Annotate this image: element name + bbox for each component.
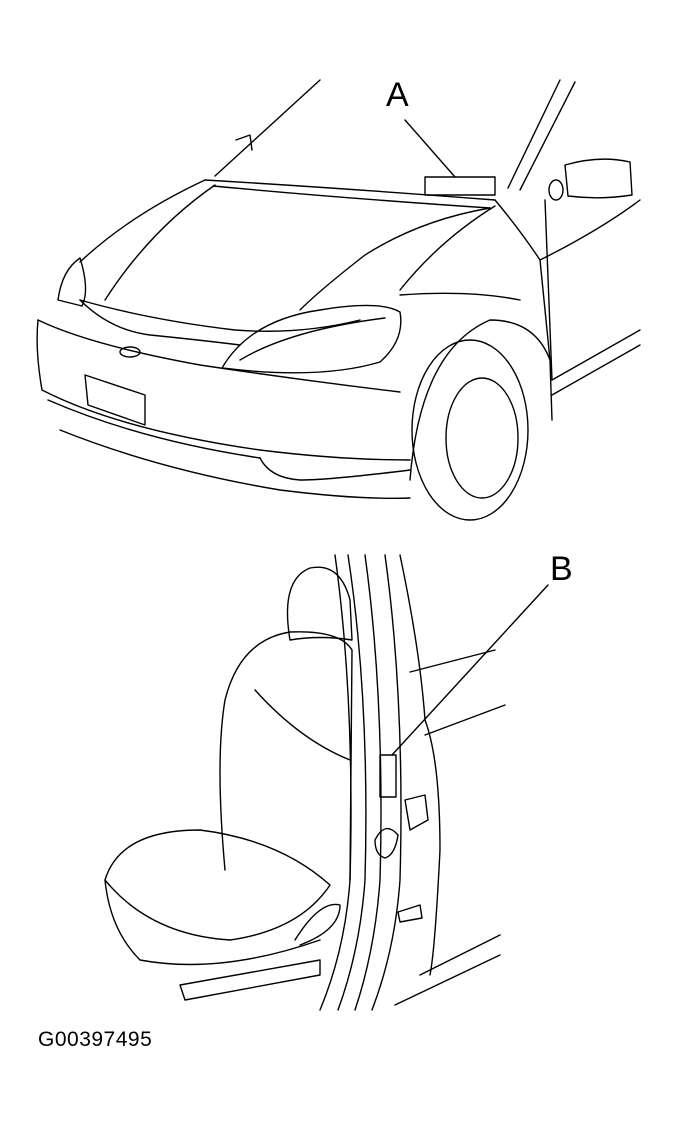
car-front-illustration: A — [36, 76, 641, 521]
fog-recess — [259, 457, 411, 481]
hood-front-edge — [79, 299, 361, 332]
hood-right-crease — [399, 205, 496, 291]
cowl-line-lower — [212, 185, 491, 209]
callout-b-letter: B — [550, 550, 573, 588]
seatback — [219, 631, 353, 881]
door-edge — [544, 199, 553, 381]
label-b-plate — [379, 754, 397, 798]
hood-left-edge — [79, 179, 206, 263]
headlight-right-inner — [239, 317, 386, 361]
seat-cushion-front — [104, 879, 321, 966]
windshield-right-pillar — [507, 79, 561, 189]
seat-lever — [294, 903, 341, 946]
callout-a-letter: A — [386, 76, 409, 114]
cowl-line — [204, 179, 496, 201]
pillar-right-1 — [371, 554, 402, 1011]
door-line-top — [539, 199, 641, 261]
pillar-left-3 — [354, 554, 382, 1011]
sill-line — [394, 954, 501, 1006]
headrest — [286, 566, 353, 641]
seat-pillar-illustration: B — [104, 550, 573, 1011]
seatback-seam — [254, 689, 351, 761]
hood-right-edge — [299, 207, 491, 311]
figure-id: G00397495 — [38, 1028, 153, 1051]
pillar-left-2 — [337, 554, 367, 1011]
windshield-right-pillar-inner — [519, 81, 576, 191]
door-latch — [404, 794, 429, 831]
door-opening-line — [424, 704, 506, 736]
headlight-left — [57, 257, 87, 307]
wheel-arch — [409, 319, 553, 481]
emblem-icon — [119, 346, 141, 358]
side-mirror — [564, 158, 633, 199]
license-plate — [84, 374, 146, 426]
callout-a-leader — [404, 119, 456, 178]
rocker-line-lower — [551, 344, 641, 396]
windshield-left-edge — [214, 79, 321, 177]
hood-crease — [104, 184, 216, 301]
bumper-bottom — [59, 429, 411, 500]
wiper-left — [235, 134, 253, 151]
bumper-front — [36, 319, 411, 461]
headlight-right — [221, 304, 402, 374]
sill-line-2 — [419, 934, 501, 976]
front-tire — [411, 339, 529, 521]
label-a-plate — [424, 176, 496, 196]
fender-top — [494, 199, 551, 361]
seat-cushion — [104, 829, 331, 941]
door-check — [397, 904, 423, 923]
mirror-mount — [548, 179, 564, 201]
bumper-top — [37, 319, 401, 393]
door-striker — [374, 827, 399, 859]
door-opening-top — [409, 649, 496, 673]
grille-line — [79, 299, 241, 346]
bumper-lower — [47, 399, 261, 459]
seat-rail — [179, 959, 321, 1001]
rocker-line — [551, 329, 641, 381]
front-wheel-rim — [445, 377, 519, 499]
fender-line — [399, 292, 521, 301]
callout-b-leader — [391, 584, 549, 756]
pillar-outer-left — [319, 554, 352, 1011]
pillar-right-2 — [399, 554, 441, 976]
